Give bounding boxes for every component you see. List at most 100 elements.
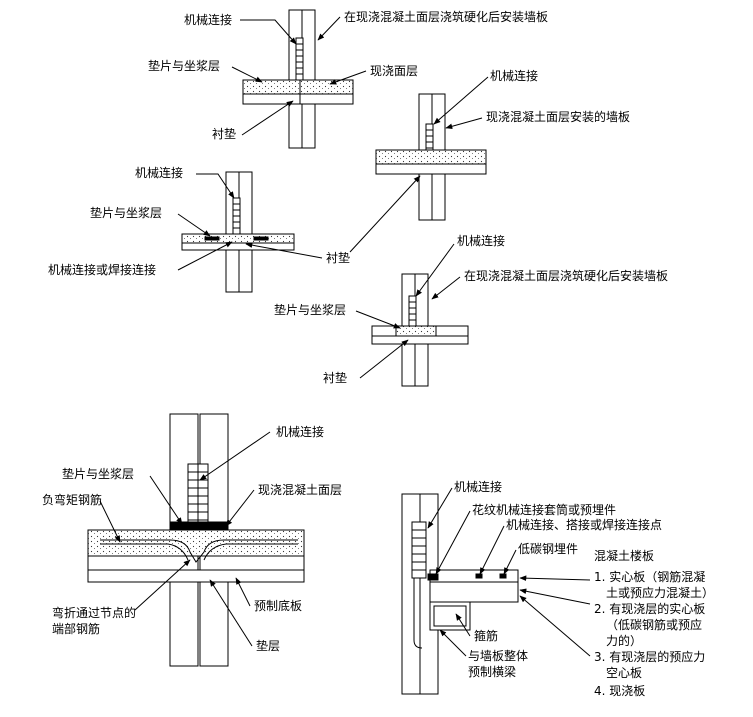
leader-d5-pad [209, 579, 253, 647]
leader-d6-sleeve [435, 510, 471, 575]
notes-item-2b: （低碳钢筋或预应 [606, 617, 702, 632]
label-d3-shim: 垫片与坐浆层 [90, 205, 162, 220]
leader-d2-mech [433, 76, 489, 125]
label-d4-mech: 机械连接 [457, 233, 505, 248]
leader-d6-note-3 [519, 595, 591, 657]
label-d1-topping: 现浇面层 [370, 64, 418, 78]
leader-d5-precast [235, 577, 251, 607]
leader-d5-bent [134, 559, 191, 611]
label-d5-shim: 垫片与坐浆层 [62, 466, 134, 481]
detail-1: 机械连接 在现浇混凝土面层浇筑硬化后安装墙板 垫片与坐浆层 现浇面层 衬垫 [148, 9, 548, 149]
label-d2-wall: 现浇混凝土面层安装的墙板 [486, 109, 630, 124]
topping-slab [375, 149, 487, 165]
connection-point [475, 573, 483, 579]
grout-bed [395, 325, 437, 337]
notes-item-1a: 1. 实心板（钢筋混凝 [594, 569, 705, 584]
slab-type-notes: 混凝土楼板 1. 实心板（钢筋混凝 土或预应力混凝土） 2. 有现浇层的实心板 … [594, 548, 714, 698]
precast-slab-right [199, 555, 305, 571]
leader-d3-weld [177, 241, 233, 271]
detail-5: 机械连接 垫片与坐浆层 负弯矩钢筋 现浇混凝土面层 弯折通过节点的 端部钢筋 预… [42, 413, 342, 667]
grout-bed [169, 521, 229, 531]
leader-d4-install [431, 276, 461, 300]
leader-d1-shim [231, 66, 263, 83]
label-d1-mech: 机械连接 [184, 12, 232, 27]
leader-d1-topping [329, 70, 367, 85]
lower-wall-right [199, 581, 229, 667]
leader-d5-mech [199, 431, 271, 481]
label-d1-shim: 垫片与坐浆层 [148, 58, 220, 73]
mech-connector [411, 521, 427, 579]
precast-slab [87, 569, 305, 583]
notes-item-2c: 力的） [606, 633, 642, 648]
label-d2-mech: 机械连接 [490, 68, 538, 83]
detail-4: 机械连接 在现浇混凝土面层浇筑硬化后安装墙板 垫片与坐浆层 衬垫 [274, 233, 668, 387]
leader-d6-beam [439, 629, 467, 657]
mech-connector [408, 295, 417, 329]
leader-d1-mech [240, 19, 297, 45]
label-d6-steel: 低碳钢埋件 [518, 542, 578, 556]
leader-d5-negbar [99, 500, 121, 543]
leader-d1-pad [241, 100, 294, 136]
leader-d3-mech [196, 173, 235, 199]
label-d5-topping: 现浇混凝土面层 [258, 482, 342, 497]
label-d6-points: 机械连接、搭接或焊接连接点 [506, 517, 662, 532]
stirrup [433, 605, 467, 627]
leader-d6-stirrup [455, 613, 471, 637]
precast-slab [242, 93, 354, 105]
label-d5-pad: 垫层 [256, 638, 280, 653]
lower-wall-left [169, 581, 199, 667]
notes-item-3a: 3. 有现浇层的预应力 [594, 649, 705, 664]
detail-2: 机械连接 现浇混凝土面层安装的墙板 [375, 68, 630, 221]
label-d4-install: 在现浇混凝土面层浇筑硬化后安装墙板 [464, 268, 668, 283]
label-d5-mech: 机械连接 [276, 424, 324, 439]
label-d5-bent-1: 弯折通过节点的 [52, 605, 136, 620]
label-d6-stirrup: 箍筋 [474, 628, 498, 643]
notes-title: 混凝土楼板 [594, 548, 654, 563]
weld-plate-right [253, 236, 269, 241]
topping-slab [87, 529, 305, 557]
leader-d3-pad [245, 242, 323, 259]
precast-slab-left [87, 555, 199, 571]
leader-d4-mech [415, 243, 455, 297]
notes-item-1b: 土或预应力混凝土） [606, 585, 714, 600]
grout-bed [181, 233, 295, 244]
leader-d6-note-2 [519, 588, 591, 605]
label-d1-pad: 衬垫 [212, 126, 236, 141]
leader-d2-pad [349, 175, 421, 253]
leader-d2-wall [445, 117, 483, 130]
bent-end-bars [100, 543, 298, 561]
label-d5-negbar: 负弯矩钢筋 [42, 492, 102, 507]
leader-d1-install [317, 16, 341, 41]
label-d3-weld: 机械连接或焊接连接 [48, 262, 156, 277]
hook-bar [413, 578, 423, 649]
precast-slab [371, 335, 469, 345]
leader-d4-pad [359, 339, 409, 379]
precast-slab [181, 242, 295, 251]
neg-moment-bar [100, 539, 298, 563]
leader-d6-note-1 [519, 575, 591, 581]
leader-d5-topping [225, 489, 255, 527]
sleeve-insert [427, 573, 439, 581]
label-d6-mech: 机械连接 [454, 479, 502, 494]
notes-item-2a: 2. 有现浇层的实心板 [594, 601, 705, 616]
label-d3-mech: 机械连接 [135, 165, 183, 180]
label-d4-shim: 垫片与坐浆层 [274, 302, 346, 317]
weld-plate-left [204, 236, 220, 241]
detail-3: 机械连接 垫片与坐浆层 机械连接或焊接连接 衬垫 [48, 165, 421, 293]
label-d6-beam-1: 与墙板整体 [468, 648, 528, 663]
leader-d4-shim [355, 310, 401, 329]
steel-embed [499, 573, 507, 579]
label-d5-bent-2: 端部钢筋 [52, 621, 100, 636]
notes-item-3b: 空心板 [606, 666, 642, 680]
leader-d6-points [479, 525, 505, 575]
notes-item-4: 4. 现浇板 [594, 684, 645, 698]
label-d3-pad: 衬垫 [326, 250, 350, 265]
leader-d5-shim [149, 475, 183, 525]
leader-d3-shim [177, 213, 211, 237]
label-d6-beam-2: 预制横梁 [468, 664, 516, 679]
leader-d6-steel [503, 549, 517, 575]
label-d4-pad: 衬垫 [323, 370, 347, 385]
label-d1-install: 在现浇混凝土面层浇筑硬化后安装墙板 [344, 9, 548, 24]
label-d5-precast: 预制底板 [254, 598, 302, 613]
